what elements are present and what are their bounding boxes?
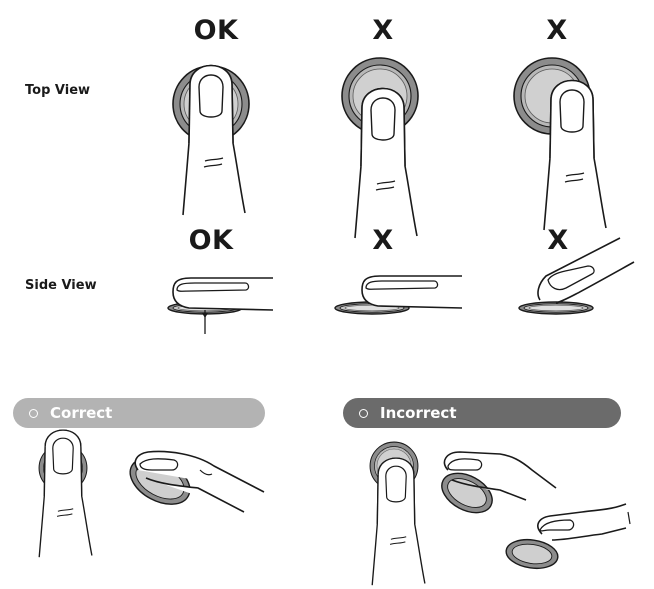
- bullet-icon: [29, 408, 38, 418]
- correct-example-top: [38, 429, 93, 558]
- top-view-correct: [172, 64, 250, 216]
- bullet-icon: [359, 408, 368, 418]
- correct-pill-label: Correct: [50, 404, 113, 422]
- top-view-mark-x1: X: [372, 15, 394, 46]
- correct-pill: Correct: [13, 398, 265, 428]
- incorrect-pill: Incorrect: [343, 398, 621, 428]
- side-view-wrong-offset: [334, 275, 463, 315]
- side-view-mark-ok: OK: [188, 225, 234, 256]
- side-view-mark-x2: X: [547, 225, 569, 256]
- incorrect-example-shifted: [441, 451, 557, 514]
- incorrect-example-off-sensor: [505, 503, 631, 570]
- top-view-wrong-low: [341, 57, 419, 239]
- side-view-mark-x1: X: [372, 225, 394, 256]
- incorrect-example-top: [369, 441, 426, 586]
- top-view-wrong-edge: [513, 57, 607, 231]
- top-view-mark-x2: X: [546, 15, 568, 46]
- incorrect-pill-label: Incorrect: [380, 404, 457, 422]
- top-view-mark-ok: OK: [193, 15, 239, 46]
- top-view-label: Top View: [25, 83, 91, 98]
- correct-example-angled: [129, 450, 265, 513]
- side-view-label: Side View: [25, 278, 97, 293]
- side-view-correct: [167, 277, 274, 334]
- side-view-wrong-tip: [518, 237, 635, 315]
